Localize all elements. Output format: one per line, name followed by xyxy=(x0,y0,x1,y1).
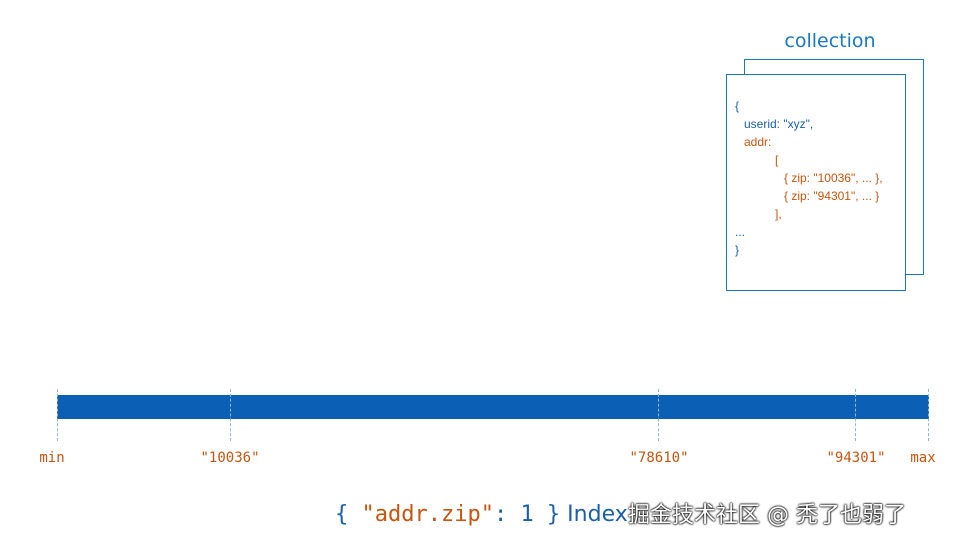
doc-line-close-bracket: ], xyxy=(775,207,782,221)
index-bar xyxy=(57,395,929,419)
doc-line-userid: userid: "xyz", xyxy=(744,117,814,131)
doc-line-open-bracket: [ xyxy=(775,153,779,167)
document-card: { userid: "xyz", addr: [ { zip: "10036",… xyxy=(726,74,906,291)
doc-line-addr: addr: xyxy=(744,135,772,149)
doc-line-open-brace: { xyxy=(735,99,740,113)
tick-78610 xyxy=(658,389,659,441)
doc-line-ellipsis: ... xyxy=(735,225,746,239)
marker-label-10036: "10036" xyxy=(200,450,260,466)
tick-min xyxy=(57,389,58,441)
doc-line-zip-1: { zip: "10036", ... }, xyxy=(784,171,883,185)
index-spec-caption: { "addr.zip": 1 } Index xyxy=(335,502,628,527)
marker-label-94301: "94301" xyxy=(826,450,886,466)
tick-max xyxy=(928,389,929,441)
tick-94301 xyxy=(855,389,856,441)
index-spec-word: Index xyxy=(560,502,628,527)
doc-line-close-brace: } xyxy=(735,243,740,257)
doc-line-zip-2: { zip: "94301", ... } xyxy=(784,189,880,203)
index-spec-key: "addr.zip" xyxy=(361,502,494,527)
tick-10036 xyxy=(230,389,231,441)
marker-label-min: min xyxy=(39,450,65,466)
index-spec-rest: : 1 } xyxy=(493,502,561,527)
collection-title: collection xyxy=(784,30,876,52)
marker-label-max: max xyxy=(910,450,936,466)
marker-label-78610: "78610" xyxy=(629,450,689,466)
watermark: 掘金技术社区 @ 秃了也弱了 xyxy=(628,503,906,528)
index-spec-open: { xyxy=(335,502,362,527)
